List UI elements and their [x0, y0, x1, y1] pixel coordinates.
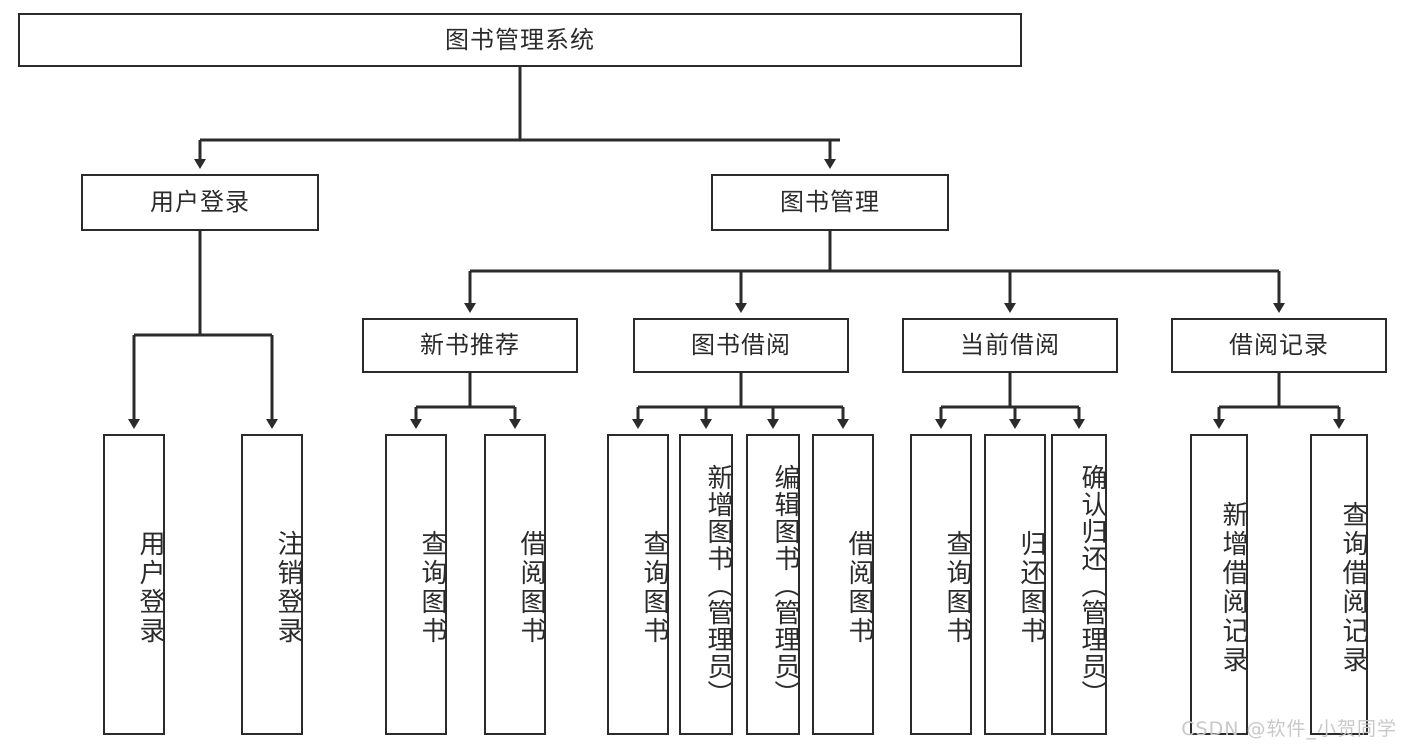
node-leaf-add-borrow-record[interactable]: 新增借阅记录	[1190, 434, 1248, 735]
node-leaf-user-login[interactable]: 用户登录	[103, 434, 165, 735]
node-leaf-query-borrow-record-label: 查询借阅记录	[1338, 500, 1368, 675]
node-leaf-query-book-current[interactable]: 查询图书	[910, 434, 972, 735]
node-root[interactable]: 图书管理系统	[18, 13, 1022, 67]
node-leaf-query-borrow-record[interactable]: 查询借阅记录	[1310, 434, 1368, 735]
node-current-borrow-label: 当前借阅	[960, 331, 1060, 360]
node-leaf-query-book-borrow-label: 查询图书	[639, 529, 669, 646]
node-leaf-return-book[interactable]: 归还图书	[984, 434, 1046, 735]
node-new-book-recommend[interactable]: 新书推荐	[362, 318, 578, 373]
node-leaf-borrow-book-rec[interactable]: 借阅图书	[484, 434, 546, 735]
node-user-login[interactable]: 用户登录	[81, 174, 319, 231]
node-root-label: 图书管理系统	[445, 25, 595, 54]
node-leaf-borrow-book-label: 借阅图书	[844, 529, 874, 646]
node-book-manage[interactable]: 图书管理	[711, 174, 949, 231]
node-book-borrow[interactable]: 图书借阅	[633, 318, 849, 373]
node-leaf-logout-login-label: 注销登录	[273, 529, 303, 646]
node-leaf-user-login-label: 用户登录	[135, 529, 165, 646]
node-borrow-record[interactable]: 借阅记录	[1171, 318, 1387, 373]
node-leaf-add-book-admin-label: 新增图书（管理员）	[703, 464, 733, 707]
node-book-borrow-label: 图书借阅	[691, 331, 791, 360]
node-leaf-borrow-book[interactable]: 借阅图书	[812, 434, 874, 735]
node-leaf-query-book-borrow[interactable]: 查询图书	[607, 434, 669, 735]
node-book-manage-label: 图书管理	[780, 188, 880, 217]
node-leaf-edit-book-admin[interactable]: 编辑图书（管理员）	[746, 434, 800, 735]
node-leaf-borrow-book-rec-label: 借阅图书	[516, 529, 546, 646]
node-leaf-confirm-return-admin[interactable]: 确认归还（管理员）	[1051, 434, 1107, 735]
csdn-watermark: CSDN @软件_小贺同学	[1181, 718, 1397, 740]
node-leaf-edit-book-admin-label: 编辑图书（管理员）	[770, 464, 800, 707]
node-leaf-add-book-admin[interactable]: 新增图书（管理员）	[679, 434, 733, 735]
node-leaf-return-book-label: 归还图书	[1016, 529, 1046, 646]
node-leaf-query-book-rec[interactable]: 查询图书	[385, 434, 447, 735]
node-leaf-query-book-current-label: 查询图书	[942, 529, 972, 646]
node-leaf-query-book-rec-label: 查询图书	[417, 529, 447, 646]
node-user-login-label: 用户登录	[150, 188, 250, 217]
node-leaf-logout-login[interactable]: 注销登录	[241, 434, 303, 735]
node-leaf-confirm-return-admin-label: 确认归还（管理员）	[1077, 464, 1107, 707]
node-new-book-recommend-label: 新书推荐	[420, 331, 520, 360]
node-current-borrow[interactable]: 当前借阅	[902, 318, 1118, 373]
node-leaf-add-borrow-record-label: 新增借阅记录	[1218, 500, 1248, 675]
node-borrow-record-label: 借阅记录	[1229, 331, 1329, 360]
